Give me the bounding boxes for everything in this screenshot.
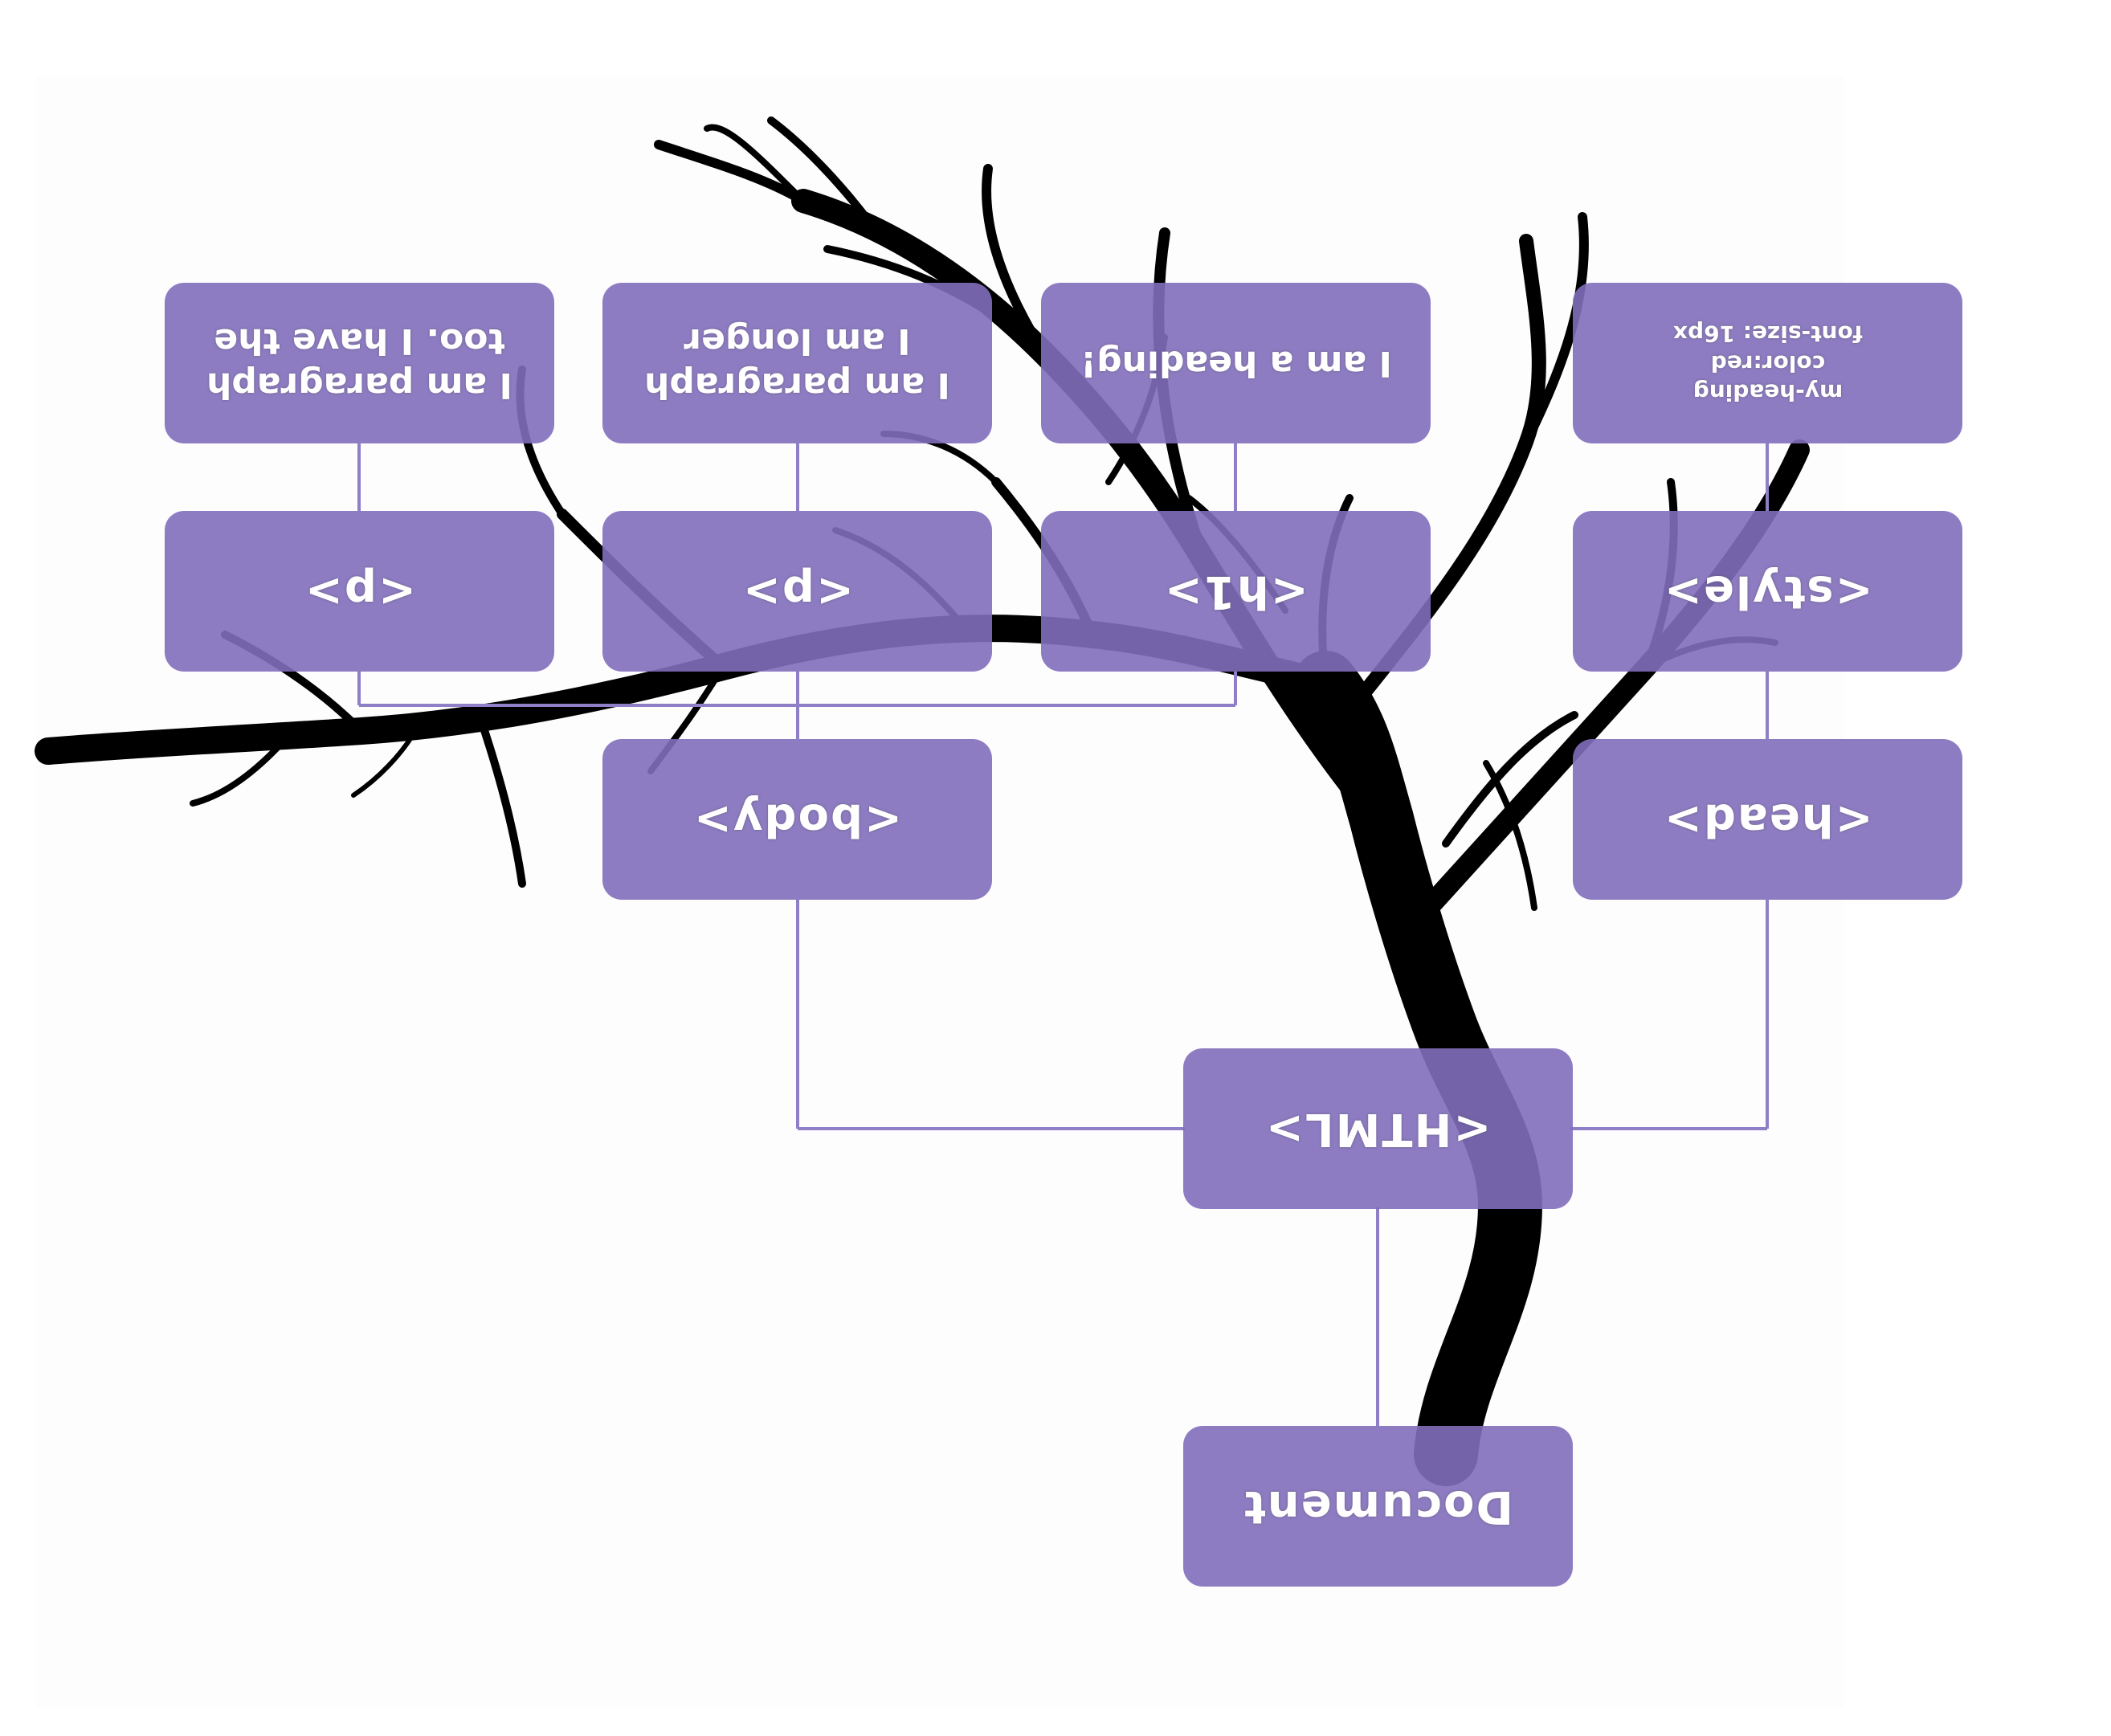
node-style-text: my-heading color:red font-size: 16px <box>1573 283 1962 443</box>
node-h1-text: I am a heading! <box>1041 283 1431 443</box>
node-style: <style> <box>1573 511 1962 672</box>
node-body: <body> <box>602 739 992 900</box>
node-style-label: <style> <box>1662 565 1873 618</box>
node-body-label: <body> <box>692 793 902 846</box>
node-p-second-text-label: I am paragraph I am longer <box>644 321 950 406</box>
node-document-label: Document <box>1243 1480 1513 1533</box>
node-h1: <h1> <box>1041 511 1431 672</box>
node-document: Document <box>1183 1426 1573 1587</box>
node-p-first-text: I am paragraph too. I have the <box>165 283 554 443</box>
node-style-text-label: my-heading color:red font-size: 16px <box>1672 321 1863 406</box>
node-p-second-text: I am paragraph I am longer <box>602 283 992 443</box>
node-p-first-text-label: I am paragraph too. I have the <box>206 321 512 406</box>
node-h1-label: <h1> <box>1163 565 1309 618</box>
node-p-second: <p> <box>602 511 992 672</box>
node-h1-text-label: I am a heading! <box>1080 342 1392 384</box>
node-p-second-label: <p> <box>741 565 854 618</box>
node-p-first: <p> <box>165 511 554 672</box>
node-html: <HTML> <box>1183 1048 1573 1209</box>
node-html-label: <HTML> <box>1264 1102 1492 1155</box>
node-head-label: <head> <box>1662 793 1873 846</box>
node-p-first-label: <p> <box>303 565 416 618</box>
node-head: <head> <box>1573 739 1962 900</box>
